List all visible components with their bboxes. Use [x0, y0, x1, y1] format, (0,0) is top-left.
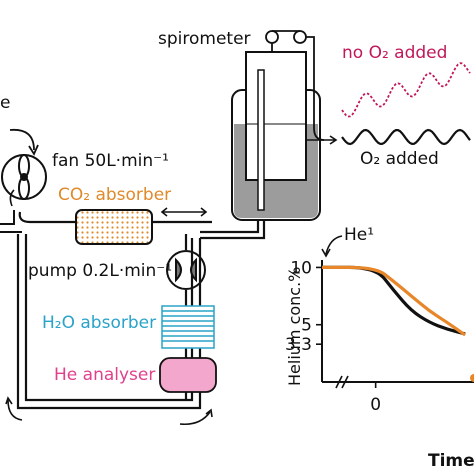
he-analyser-box: [159, 357, 217, 393]
spirometer-label: spirometer: [158, 29, 251, 49]
he1-arrow-icon: [321, 235, 343, 258]
spirometer-vessel: [231, 51, 321, 221]
x-tick-label: 0: [370, 395, 381, 415]
no-o2-added-trace: [341, 62, 471, 118]
y-axis-label: Helium conc.%: [285, 267, 304, 386]
co2-absorber-label: CO₂ absorber: [58, 185, 171, 205]
left-edge-label-fragment: e: [0, 93, 10, 113]
o2-added-trace: [341, 128, 471, 146]
fan-connection: [0, 210, 22, 233]
y-tick-label: 5: [301, 316, 312, 336]
no-o2-added-label: no O₂ added: [342, 43, 447, 63]
fan-curve-arrow-left-icon: [9, 189, 15, 207]
fan-curve-arrow-head-icon: [28, 144, 39, 156]
pump-label: pump 0.2L·min⁻¹: [28, 261, 172, 281]
x-axis-label: Time: [428, 451, 474, 471]
helium-curve-orange: [322, 265, 467, 337]
spirometer-pulley-icon: [265, 30, 325, 141]
h2o-absorber-canister: [161, 305, 215, 349]
h2o-absorber-label: H₂O absorber: [42, 313, 156, 333]
pump-icon: [166, 250, 206, 290]
y-tick-label: 3.3: [285, 335, 312, 355]
axis-break-icon: [335, 375, 349, 389]
fan-icon: [1, 154, 47, 200]
orange-curve-end-marker: [470, 374, 474, 382]
fan-curve-arrow-icon: [9, 128, 35, 151]
helium-curve-black: [322, 265, 466, 336]
he-analyser-label: He analyser: [54, 365, 155, 385]
pen-arrow-icon: [306, 135, 338, 145]
o2-added-label: O₂ added: [360, 149, 439, 169]
co2-absorber-canister: [75, 209, 153, 245]
flow-double-arrow-icon: [160, 207, 208, 217]
bottom-flow-arrows-icon: [5, 396, 213, 426]
helium-chart: Helium conc.% Time He¹ 10 53.3 0: [285, 225, 474, 471]
he1-marker-label: He¹: [344, 225, 374, 245]
y-tick-label: 10: [290, 258, 312, 278]
fan-label: fan 50L·min⁻¹: [52, 151, 169, 171]
